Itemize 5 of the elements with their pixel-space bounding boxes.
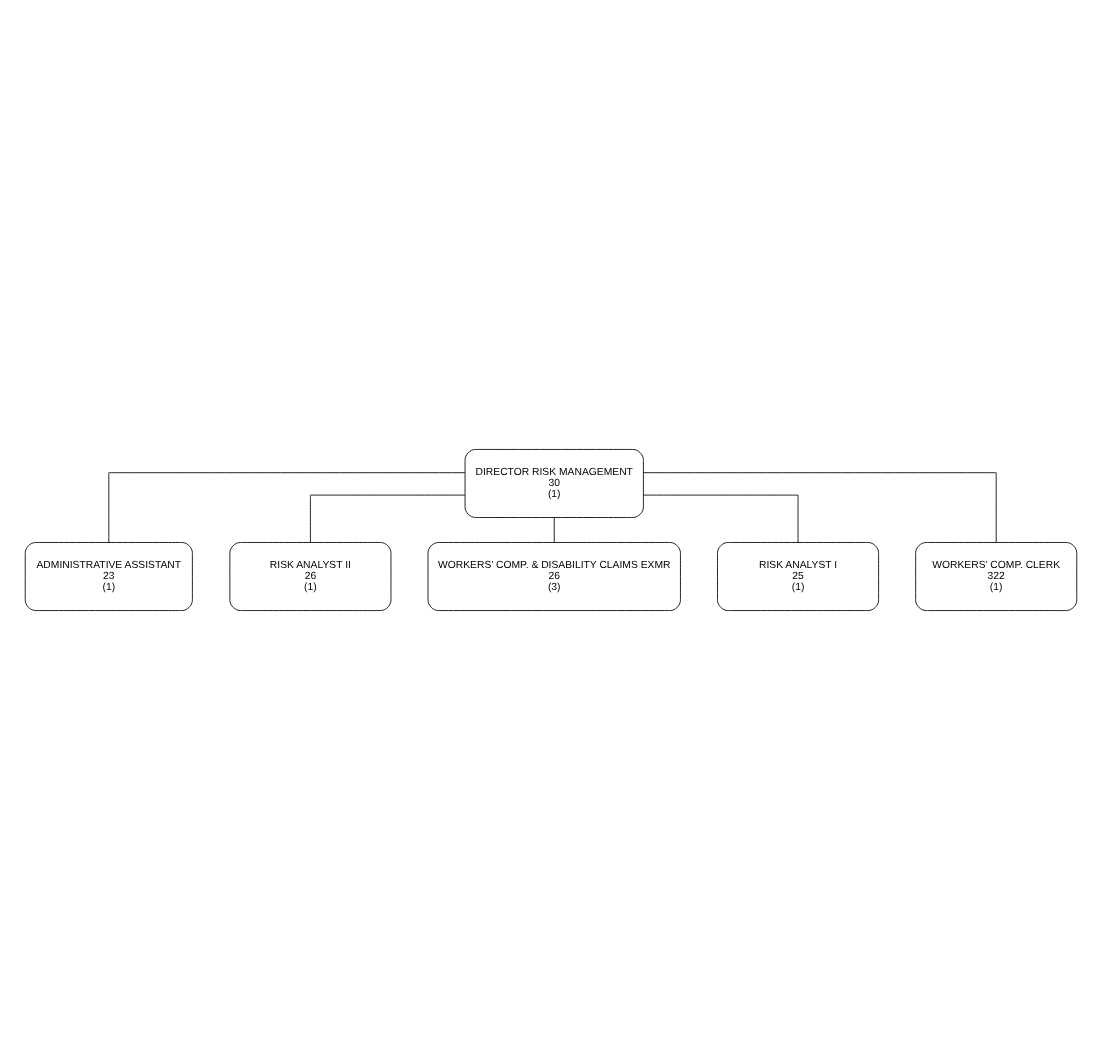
connector (642, 471, 997, 542)
connector (310, 493, 466, 542)
connector (553, 516, 555, 542)
connector (643, 493, 799, 542)
connector (108, 471, 466, 542)
